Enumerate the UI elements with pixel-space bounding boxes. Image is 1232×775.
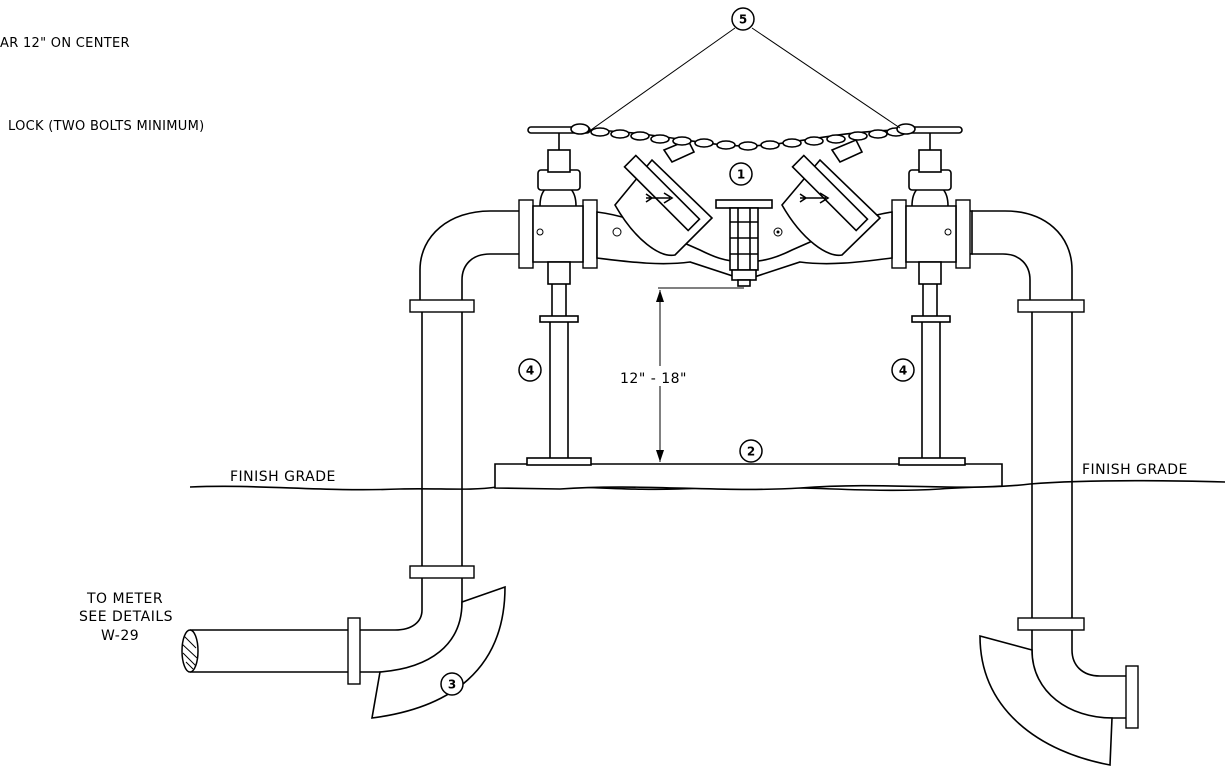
right-riser-upper-flange [1017,299,1085,313]
callout-4-left: 4 [518,358,542,382]
backflow-preventer-body [596,138,893,287]
finish-grade-left-label: FINISH GRADE [230,469,336,485]
callout-2: 2 [739,439,763,463]
left-thrust-block [371,585,506,719]
left-riser-lower-flange [409,565,475,579]
left-support-stand [526,315,592,466]
right-outlet-flange [1125,665,1139,729]
clearance-dimension: 12" - 18" [618,287,744,462]
left-riser-upper-flange [409,299,475,313]
callout-1: 1 [729,162,753,186]
right-support-stand [898,315,966,466]
svg-text:4: 4 [526,364,534,378]
right-thrust-block [979,634,1113,766]
finish-grade-right-label: FINISH GRADE [1082,462,1188,478]
note-spacing: AR 12" ON CENTER [0,36,130,51]
chain-lock [570,123,916,151]
svg-text:3: 3 [448,678,456,692]
concrete-pad [494,463,1003,491]
right-riser-lower-flange [1017,617,1085,631]
meter-note-line-1: TO METER [86,591,163,607]
svg-text:2: 2 [747,445,755,459]
meter-pipe-flange [347,617,361,685]
meter-supply-pipe [181,617,361,685]
note-lock: LOCK (TWO BOLTS MINIMUM) [8,119,205,134]
svg-text:1: 1 [737,168,745,182]
callout-4-right: 4 [891,358,915,382]
svg-text:4: 4 [899,364,907,378]
meter-note-line-3: W-29 [101,628,139,644]
svg-text:5: 5 [739,13,747,27]
right-gate-valve [891,126,971,318]
meter-note-line-2: SEE DETAILS [79,609,173,625]
left-gate-valve [518,126,598,318]
callout-5: 5 [731,7,755,31]
clearance-dimension-label: 12" - 18" [620,371,687,387]
callout-3: 3 [440,672,464,696]
